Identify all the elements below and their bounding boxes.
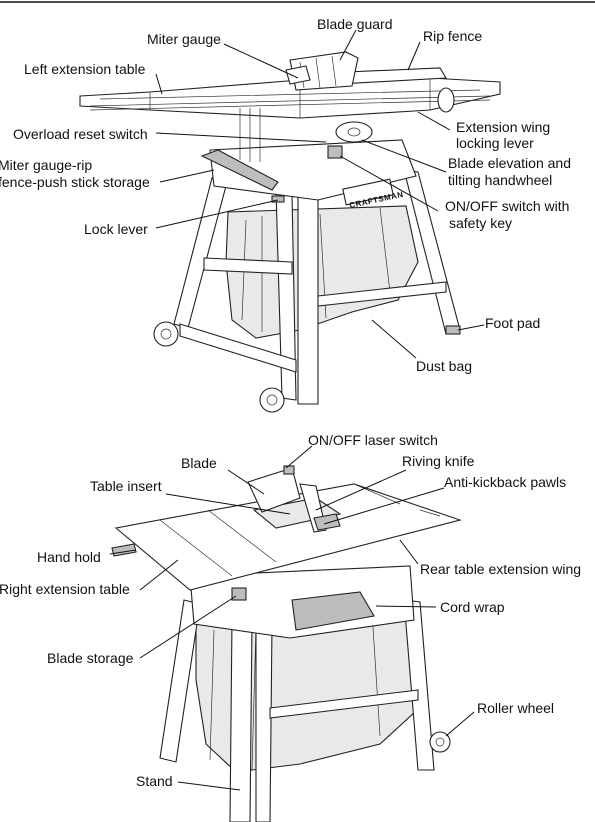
label-blade-storage: Blade storage: [47, 650, 134, 666]
label-on-off-laser-switch: ON/OFF laser switch: [308, 432, 438, 448]
label-blade-guard: Blade guard: [317, 16, 393, 32]
extension-wing-lever[interactable]: [438, 88, 454, 112]
label-rip-fence: Rip fence: [423, 28, 482, 44]
blade-storage: [232, 588, 246, 600]
label-right-extension-table: Right extension table: [0, 581, 130, 597]
label-on-off-safety-2: safety key: [449, 215, 512, 231]
wheel-top-right: [260, 388, 284, 412]
label-lock-lever: Lock lever: [84, 221, 148, 237]
label-extension-wing-1: Extension wing: [456, 119, 550, 135]
label-stand: Stand: [136, 773, 173, 789]
label-riving-knife: Riving knife: [402, 453, 475, 469]
label-hand-hold: Hand hold: [37, 549, 101, 565]
label-roller-wheel: Roller wheel: [477, 700, 554, 716]
label-table-insert: Table insert: [90, 478, 162, 494]
label-anti-kickback-pawls: Anti-kickback pawls: [444, 474, 566, 490]
handwheel[interactable]: [336, 122, 372, 142]
label-extension-wing-2: locking lever: [456, 135, 534, 151]
label-on-off-safety-1: ON/OFF switch with: [445, 198, 569, 214]
label-rear-table-extension-wing: Rear table extension wing: [420, 561, 581, 577]
label-foot-pad: Foot pad: [485, 315, 540, 331]
label-overload-reset-switch: Overload reset switch: [13, 126, 148, 142]
hand-hold[interactable]: [112, 544, 136, 556]
wheel-top-left: [154, 322, 178, 346]
stand-legs-top: [174, 178, 226, 328]
label-blade: Blade: [181, 455, 217, 471]
label-storage-1: Miter gauge-rip: [0, 157, 92, 173]
label-miter-gauge: Miter gauge: [147, 31, 221, 47]
saw-illustration-bottom: [112, 466, 460, 822]
label-storage-2: fence-push stick storage: [0, 174, 150, 190]
label-blade-elevation-2: tilting handwheel: [448, 172, 552, 188]
label-left-extension-table: Left extension table: [24, 61, 146, 77]
foot-pad-top: [446, 326, 460, 334]
label-cord-wrap: Cord wrap: [440, 599, 505, 615]
label-dust-bag: Dust bag: [416, 358, 472, 374]
laser-switch[interactable]: [284, 466, 294, 474]
label-blade-elevation-1: Blade elevation and: [448, 155, 571, 171]
